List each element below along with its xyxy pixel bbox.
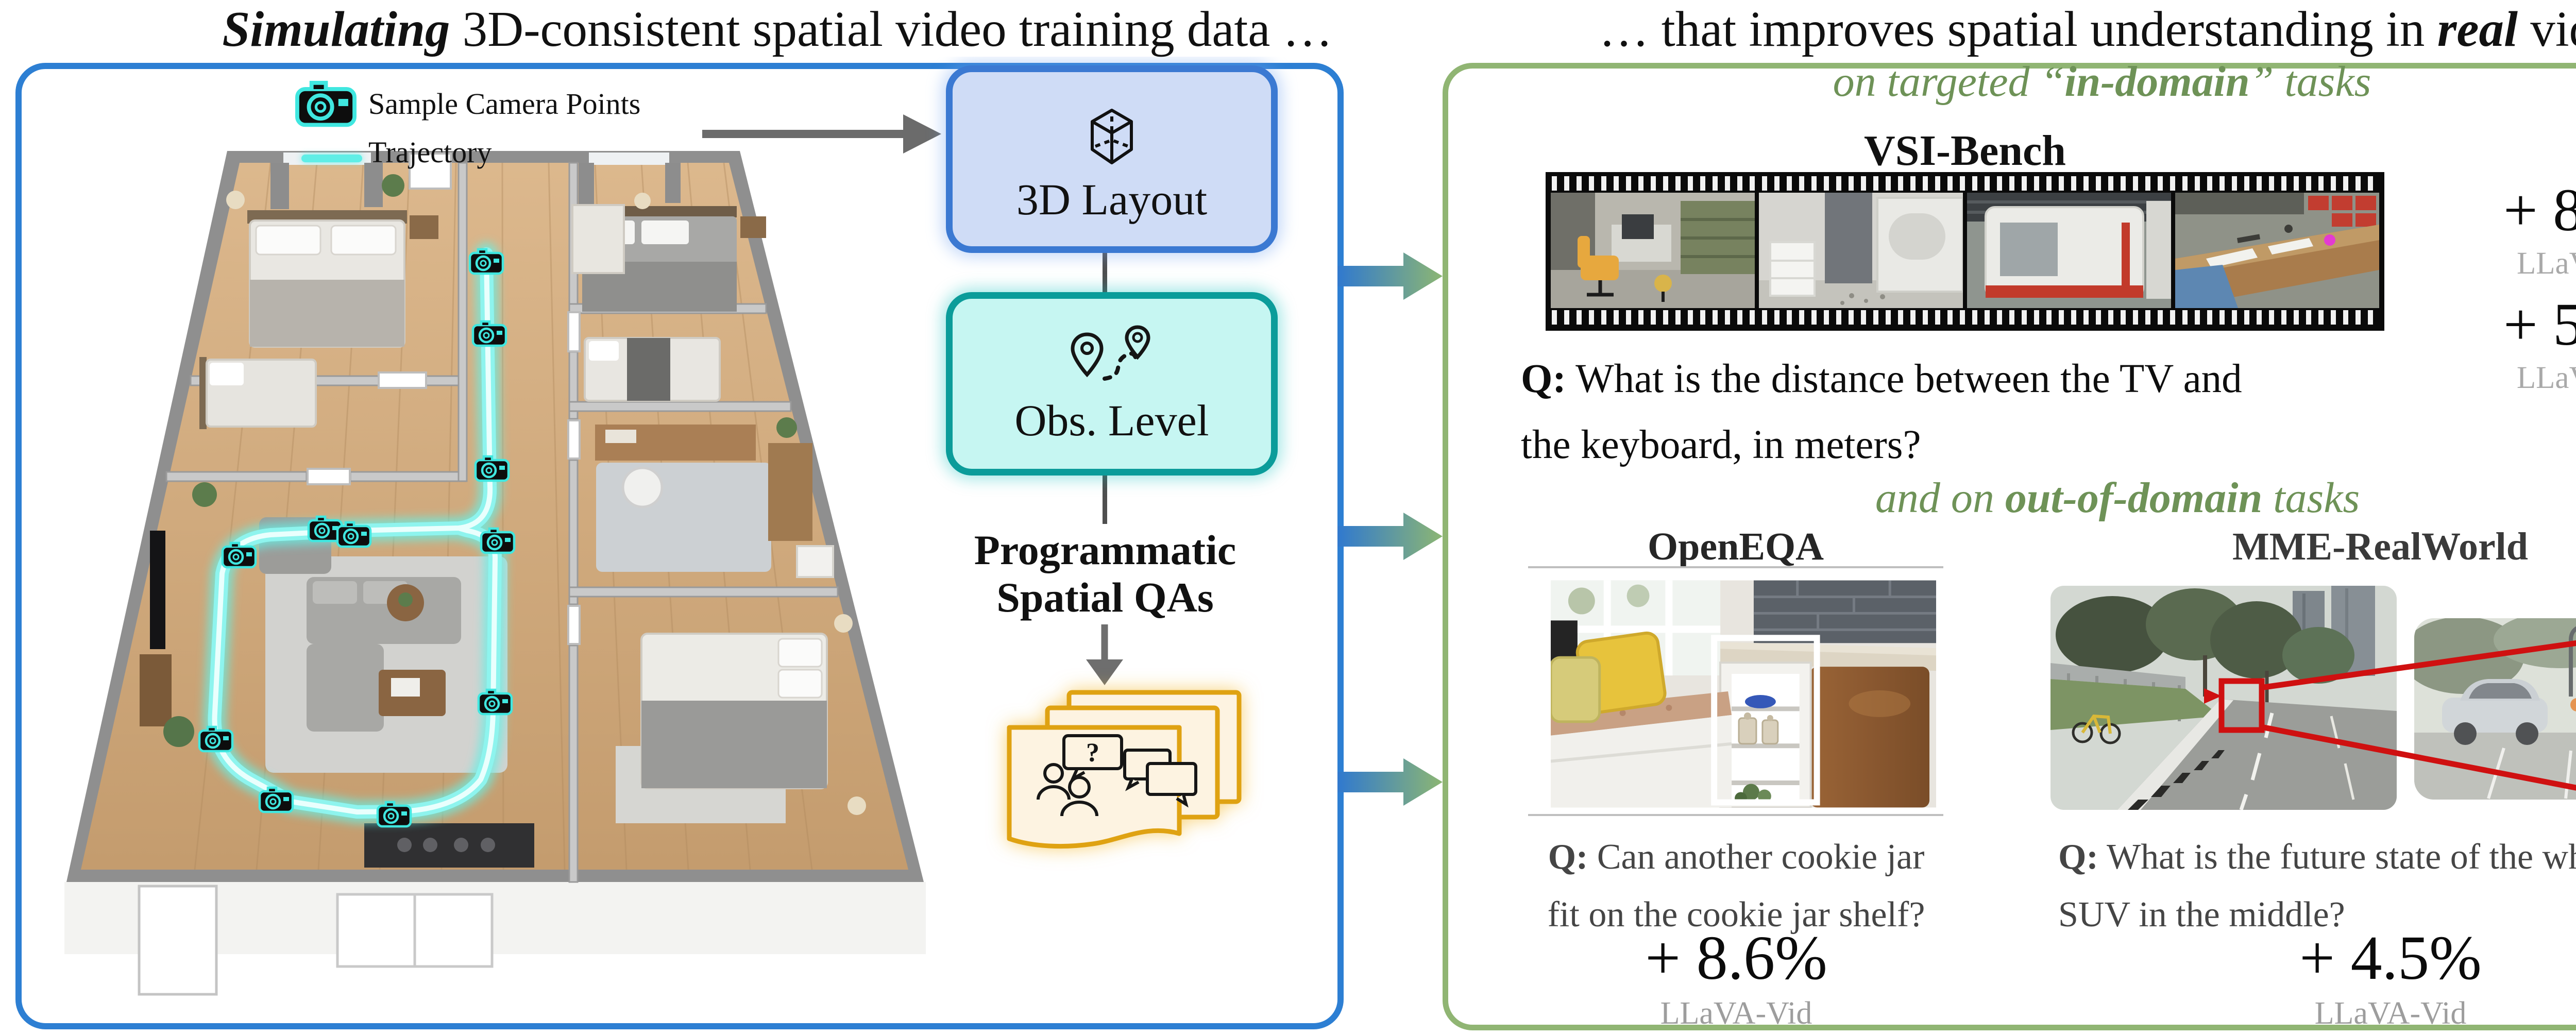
doors — [307, 152, 581, 645]
vsi-q-label: Q: — [1521, 357, 1566, 401]
mme-question: Q: What is the future state of the white… — [2058, 828, 2576, 944]
out-domain-suffix: tasks — [2262, 474, 2360, 522]
in-domain-bold: in-domain — [2064, 58, 2250, 106]
mme-q-label: Q: — [2058, 837, 2098, 877]
bedroom-top-left — [199, 174, 438, 429]
vsi-q-line1: What is the distance between the TV and — [1566, 357, 2242, 401]
highlight-rectangle — [1711, 635, 1820, 806]
left-title-italic: Simulating — [222, 2, 450, 57]
layout-box-label: 3D Layout — [1016, 175, 1208, 224]
arrow-right-icon — [702, 114, 941, 154]
openeqa-q-line1: Can another cookie jar — [1588, 837, 1925, 877]
out-domain-prefix: and on — [1875, 474, 2005, 522]
obs-level-box: Obs. Level — [946, 292, 1278, 476]
out-domain-caption: and on out-of-domain tasks — [1700, 473, 2535, 523]
right-title-suffix: videos — [2530, 2, 2576, 57]
mme-model: LLaVA-Vid — [2314, 996, 2467, 1031]
openeqa-question: Q: Can another cookie jar fit on the coo… — [1515, 828, 1958, 944]
cube-3d-icon — [1091, 109, 1133, 164]
openeqa-photo — [1551, 580, 1936, 808]
gradient-arrow-icon-1 — [1337, 252, 1443, 300]
mme-q-line2: SUV in the middle? — [2058, 895, 2345, 935]
openeqa-gain: + 8.6% — [1645, 923, 1827, 993]
suv-icon — [2442, 679, 2548, 745]
right-title-prefix: … that improves spatial understanding in — [1599, 2, 2437, 57]
vsi-q-line2: the keyboard, in meters? — [1521, 422, 1921, 467]
3d-layout-box: 3D Layout — [946, 65, 1278, 253]
vsi-frame-workshop — [1551, 193, 1755, 308]
connector-line-1 — [1103, 241, 1107, 293]
arrow-down-icon — [1086, 624, 1123, 685]
vsi-gain-value-1: + 8.4% — [2503, 176, 2576, 244]
vsi-gains: + 8.4% LLaVA-Vid + 5.4% LLaVA-OV — [2416, 173, 2576, 395]
openeqa-rule-bottom — [1528, 814, 1943, 816]
legend-camera-label: Sample Camera Points — [368, 87, 641, 121]
openeqa-rule-top — [1528, 566, 1943, 568]
vsi-bench-name: VSI-Bench — [1863, 127, 2066, 175]
mme-street-photo — [2050, 586, 2397, 810]
vsi-frame-white-room — [1759, 193, 1963, 308]
gradient-arrow-icon-3 — [1337, 758, 1443, 806]
gradient-arrow-icon-2 — [1337, 513, 1443, 560]
route-pins-icon — [1071, 325, 1150, 381]
connector-line-2 — [1103, 463, 1107, 524]
qa-cards-icon: ? — [1007, 690, 1242, 849]
front-door — [138, 885, 218, 996]
legend-trajectory-label: Trajectory — [368, 135, 492, 169]
mme-q-line1: What is the future state of the white — [2098, 837, 2576, 877]
qas-title-line1: Programmatic — [974, 527, 1236, 573]
vsi-gain-model-1: LLaVA-Vid — [2517, 246, 2576, 281]
trajectory-path — [203, 243, 506, 823]
mme-gain: + 4.5% — [2299, 923, 2482, 993]
vsi-frame-cnc-machine — [1967, 193, 2171, 308]
bedroom-bottom-right — [616, 614, 866, 823]
vsi-gain-value-2: + 5.4% — [2503, 291, 2576, 358]
left-panel-title: Simulating 3D-consistent spatial video t… — [175, 0, 1380, 57]
vsi-film-strip — [1546, 172, 2384, 331]
trajectory-swatch — [301, 155, 362, 162]
vsi-frame-workbench — [2175, 193, 2379, 308]
vsi-gain-model-2: LLaVA-OV — [2516, 360, 2576, 395]
mme-name: MME-RealWorld — [2232, 525, 2529, 568]
annotation-red-rect — [2204, 678, 2265, 733]
qas-title-line2: Spatial QAs — [996, 573, 1214, 621]
obs-box-label: Obs. Level — [1014, 396, 1209, 445]
question-mark-glyph: ? — [1086, 738, 1099, 768]
annotation-arrows — [2263, 640, 2576, 791]
in-domain-prefix: on targeted “ — [1833, 58, 2065, 106]
mme-photos — [2050, 586, 2576, 810]
out-domain-bold: out-of-domain — [2005, 474, 2263, 522]
openeqa-q-label: Q: — [1548, 837, 1588, 877]
film-sprockets-top — [1552, 176, 2378, 191]
left-title-rest: 3D-consistent spatial video training dat… — [450, 2, 1333, 57]
office-room — [595, 417, 834, 578]
camera-icon — [294, 76, 358, 129]
right-title-italic: real — [2437, 2, 2518, 57]
in-domain-suffix: ” tasks — [2249, 58, 2371, 106]
in-domain-caption: on targeted “in-domain” tasks — [1685, 57, 2519, 107]
openeqa-q-line2: fit on the cookie jar shelf? — [1547, 895, 1925, 935]
right-panel-title: … that improves spatial understanding in… — [1494, 0, 2576, 57]
yellow-bike-icon — [2072, 714, 2121, 744]
openeqa-name: OpenEQA — [1647, 525, 1824, 568]
chat-bubbles-icon — [1123, 749, 1197, 808]
programmatic-qas-title: Programmatic Spatial QAs — [876, 527, 1334, 621]
kitchen — [364, 204, 625, 868]
people-question-icon — [1037, 734, 1123, 817]
vsi-question: Q: What is the distance between the TV a… — [1521, 346, 2541, 478]
film-sprockets-bottom — [1552, 310, 2378, 325]
floorplan-render — [64, 151, 926, 996]
openeqa-model: LLaVA-Vid — [1660, 996, 1812, 1031]
yellow-pillows — [1551, 631, 1667, 723]
bedroom-middle-right — [584, 337, 721, 402]
